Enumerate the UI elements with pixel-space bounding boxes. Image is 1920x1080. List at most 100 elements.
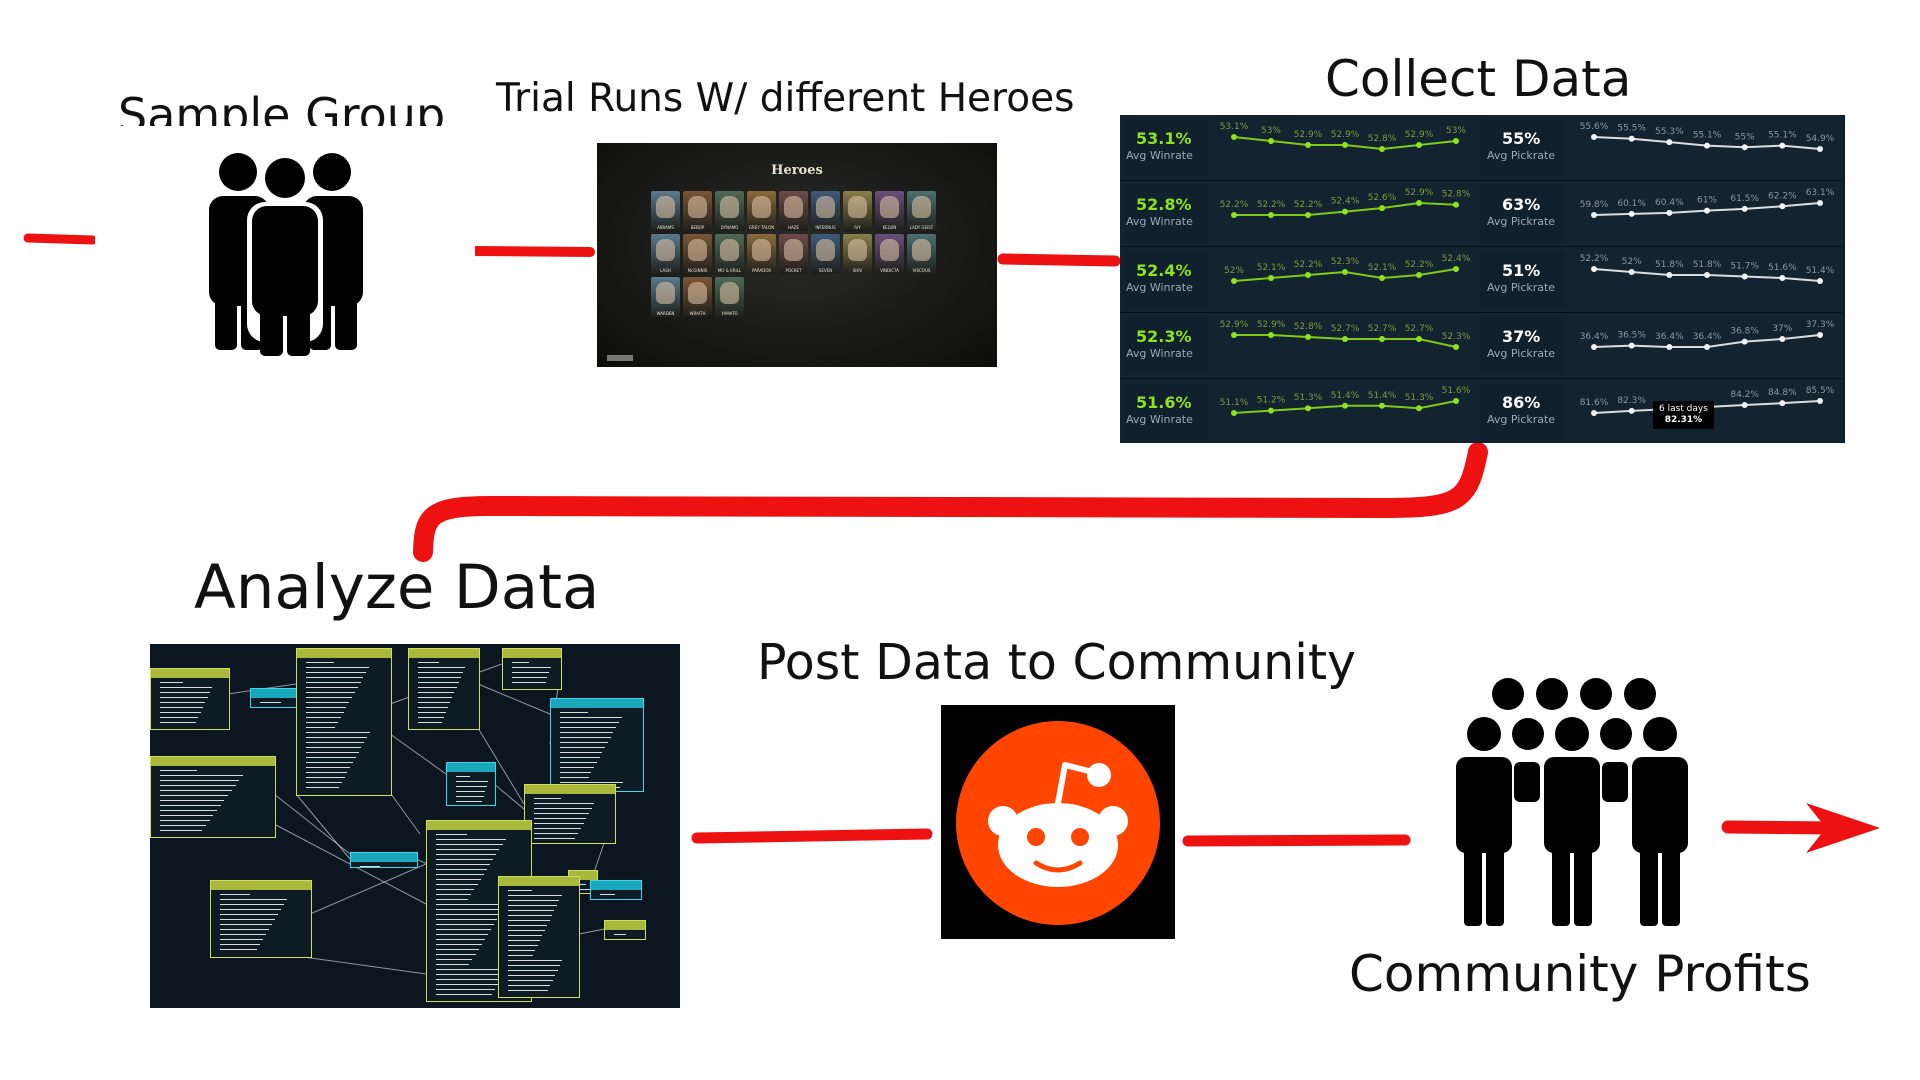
pickrate-point[interactable] [1591,410,1597,416]
hero-card[interactable]: IVY [843,191,872,231]
winrate-point[interactable] [1416,142,1422,148]
pickrate-point[interactable] [1779,336,1786,342]
hero-card[interactable]: MO & KRILL [715,234,744,274]
pickrate-point[interactable] [1666,272,1673,278]
pickrate-point[interactable] [1704,272,1710,278]
hero-card[interactable]: SEVEN [811,234,840,274]
winrate-point[interactable] [1305,212,1311,218]
winrate-point[interactable] [1453,138,1459,144]
pickrate-point[interactable] [1741,402,1748,408]
winrate-point[interactable] [1379,146,1385,152]
winrate-point[interactable] [1268,332,1274,338]
winrate-point[interactable] [1453,344,1459,350]
pickrate-point[interactable] [1817,398,1823,404]
winrate-point[interactable] [1342,269,1348,275]
pickrate-point[interactable] [1779,400,1786,407]
hero-card[interactable]: KELVIN [875,191,904,231]
hero-card[interactable]: HAZE [779,191,808,231]
pickrate-point[interactable] [1779,275,1786,281]
winrate-point[interactable] [1379,205,1385,212]
pickrate-point[interactable] [1666,209,1673,216]
hero-card[interactable]: WARDEN [651,277,680,317]
winrate-point[interactable] [1231,134,1237,140]
hero-card[interactable]: YAMATO [715,277,744,317]
pickrate-point[interactable] [1591,134,1597,140]
hero-card[interactable]: SHIV [843,234,872,274]
pickrate-point[interactable] [1779,142,1786,149]
schema-table-header [151,669,229,678]
pickrate-point[interactable] [1704,207,1710,214]
pickrate-point[interactable] [1817,200,1823,206]
hero-card[interactable]: GREY TALON [747,191,776,231]
pickrate-point[interactable] [1704,344,1710,350]
winrate-point[interactable] [1342,402,1348,409]
pickrate-point[interactable] [1741,144,1748,151]
pickrate-point[interactable] [1628,342,1635,349]
winrate-point[interactable] [1305,272,1311,278]
pickrate-point[interactable] [1817,278,1823,284]
pickrate-point[interactable] [1591,266,1597,272]
hero-card[interactable]: PARADOX [747,234,776,274]
winrate-point[interactable] [1305,142,1311,148]
winrate-point[interactable] [1416,272,1422,278]
pickrate-cell [1480,119,1565,176]
winrate-point[interactable] [1268,138,1274,144]
winrate-point[interactable] [1379,275,1385,281]
pickrate-point[interactable] [1628,269,1635,275]
pickrate-point[interactable] [1741,338,1748,345]
hero-card[interactable]: ABRAMS [651,191,680,231]
winrate-point[interactable] [1231,332,1237,338]
pickrate-point[interactable] [1628,135,1635,142]
pickrate-point[interactable] [1628,407,1635,414]
winrate-point[interactable] [1305,334,1311,340]
winrate-point[interactable] [1268,407,1274,414]
hero-card[interactable]: LASH [651,234,680,274]
schema-field [560,782,623,783]
hero-portrait [880,239,899,261]
winrate-point[interactable] [1268,275,1274,281]
pickrate-point[interactable] [1666,344,1673,350]
pickrate-point[interactable] [1591,344,1597,350]
winrate-point[interactable] [1305,405,1311,412]
pickrate-point[interactable] [1666,139,1673,146]
winrate-point[interactable] [1416,200,1422,206]
winrate-point[interactable] [1453,398,1459,404]
pickrate-point[interactable] [1817,332,1823,338]
winrate-point[interactable] [1231,410,1237,416]
pickrate-point-label: 52.2% [1580,254,1609,264]
hero-card[interactable]: INFERNUS [811,191,840,231]
winrate-point[interactable] [1342,336,1348,342]
winrate-point[interactable] [1379,336,1385,342]
hero-card[interactable]: DYNAMO [715,191,744,231]
hero-card[interactable]: McGINNIS [683,234,712,274]
winrate-point[interactable] [1453,201,1459,208]
hero-card[interactable]: POCKET [779,234,808,274]
hero-card[interactable]: WRAITH [683,277,712,317]
pickrate-point[interactable] [1741,273,1748,280]
winrate-point[interactable] [1453,266,1459,272]
hero-card[interactable]: LADY GEIST [907,191,936,231]
hero-card[interactable]: BEBOP [683,191,712,231]
winrate-point[interactable] [1342,208,1348,215]
winrate-point[interactable] [1268,212,1274,218]
winrate-point[interactable] [1379,402,1385,409]
pickrate-point[interactable] [1628,210,1635,217]
winrate-point[interactable] [1231,278,1237,284]
pickrate-point[interactable] [1779,203,1786,210]
pickrate-point[interactable] [1591,212,1597,218]
winrate-point[interactable] [1416,405,1422,412]
winrate-point[interactable] [1231,212,1237,218]
schema-field [436,929,492,930]
winrate-point[interactable] [1342,142,1348,148]
pickrate-point[interactable] [1704,142,1710,149]
pickrate-point[interactable] [1817,146,1823,152]
hero-card[interactable]: VINDICTA [875,234,904,274]
winrate-point[interactable] [1416,336,1422,342]
hero-card[interactable]: VISCOUS [907,234,936,274]
pickrate-point[interactable] [1741,205,1748,212]
